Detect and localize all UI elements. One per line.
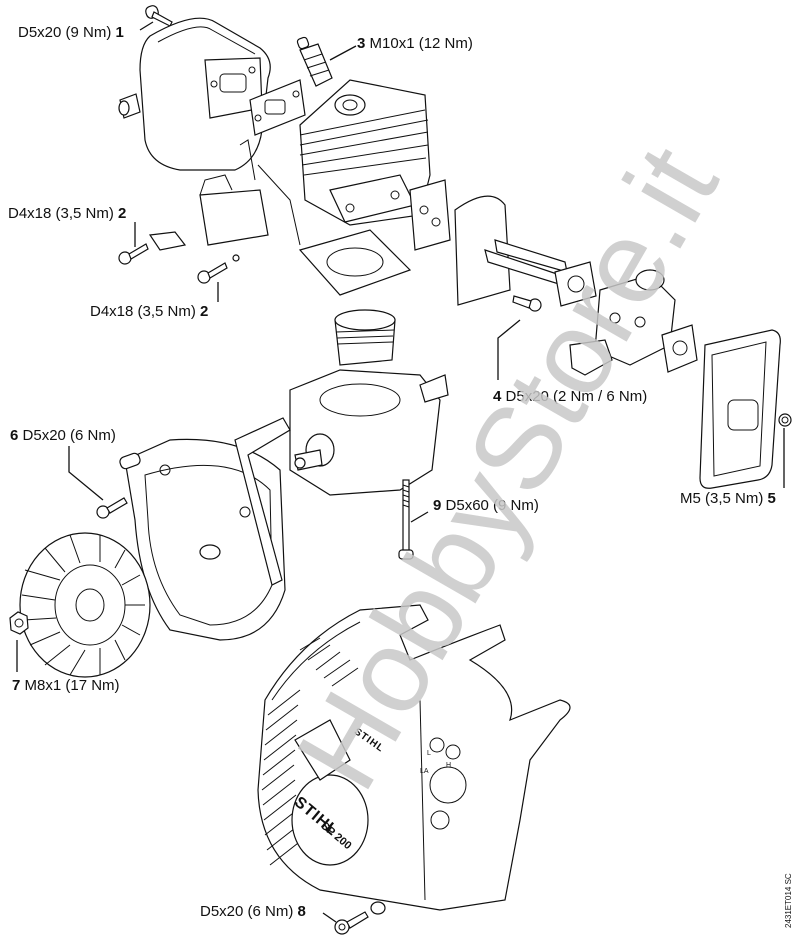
callout-5: M5 (3,5 Nm) 5	[680, 490, 776, 508]
carburetor-gasket	[661, 324, 698, 373]
callout-number: 9	[433, 497, 442, 514]
cover-marking-h: H	[446, 762, 452, 769]
callout-3: 3 M10x1 (12 Nm)	[357, 35, 473, 53]
spark-plug	[296, 36, 357, 87]
callout-9: 9 D5x60 (9 Nm)	[433, 497, 539, 515]
callout-6: 6 D5x20 (6 Nm)	[10, 427, 116, 445]
ignition-module	[148, 139, 301, 262]
screw-8	[322, 911, 369, 935]
intake-manifold	[454, 195, 568, 306]
callout-number: 2	[200, 303, 209, 320]
callout-spec: D5x20 (2 Nm / 6 Nm)	[505, 388, 648, 405]
callout-spec: D5x20 (6 Nm)	[22, 427, 116, 444]
muffler-gasket	[249, 79, 306, 136]
callout-number: 6	[10, 427, 19, 444]
callout-number: 2	[118, 205, 127, 222]
callout-number: 8	[297, 903, 306, 920]
cylinder-intake-gasket	[409, 179, 451, 251]
screw-2a	[118, 222, 149, 265]
air-filter-housing	[699, 329, 781, 489]
callout-number: 7	[12, 677, 21, 694]
engine-cover	[257, 604, 571, 915]
callout-spec: M5 (3,5 Nm)	[680, 490, 764, 507]
screw-4	[497, 295, 542, 380]
intake-gasket	[554, 261, 597, 307]
cylinder	[299, 79, 431, 226]
callout-8: D5x20 (6 Nm) 8	[200, 903, 306, 921]
callout-2-lower: D4x18 (3,5 Nm) 2	[90, 303, 208, 321]
crankcase	[289, 369, 449, 496]
screw-6	[68, 446, 128, 519]
callout-spec: M10x1 (12 Nm)	[369, 35, 473, 52]
callout-7: 7 M8x1 (17 Nm)	[12, 677, 120, 695]
cover-marking-l: L	[427, 750, 431, 757]
callout-spec: D5x20 (9 Nm)	[18, 24, 112, 41]
piston	[334, 309, 396, 366]
callout-spec: D4x18 (3,5 Nm)	[8, 205, 114, 222]
screw-9	[398, 479, 429, 560]
cylinder-base-gasket	[298, 229, 412, 296]
callout-spec: D5x20 (6 Nm)	[200, 903, 294, 920]
flywheel	[19, 532, 151, 678]
muffler	[118, 17, 271, 171]
callout-number: 5	[767, 490, 776, 507]
callout-4: 4 D5x20 (2 Nm / 6 Nm)	[493, 388, 647, 406]
callout-number: 3	[357, 35, 366, 52]
callout-1: D5x20 (9 Nm) 1	[18, 24, 124, 42]
screw-2b	[197, 262, 228, 302]
nut-5	[778, 413, 792, 488]
callout-spec: D5x60 (9 Nm)	[445, 497, 539, 514]
callout-spec: M8x1 (17 Nm)	[24, 677, 120, 694]
fan-housing	[119, 417, 291, 641]
nut-7	[9, 611, 29, 672]
callout-spec: D4x18 (3,5 Nm)	[90, 303, 196, 320]
callout-number: 1	[115, 24, 124, 41]
callout-number: 4	[493, 388, 502, 405]
cover-marking-la: LA	[420, 768, 429, 775]
screw-1	[139, 5, 173, 31]
callout-2-upper: D4x18 (3,5 Nm) 2	[8, 205, 126, 223]
figure-code: 2431ET014 SC	[784, 873, 793, 928]
